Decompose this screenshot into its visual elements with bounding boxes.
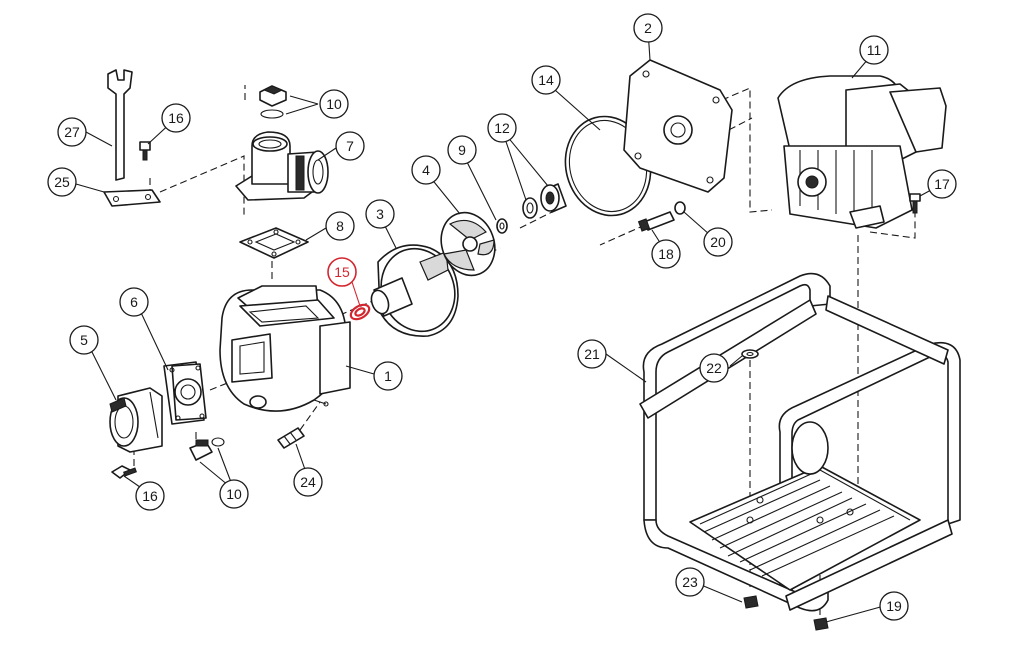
- impeller-part: [440, 211, 496, 277]
- callout-25: 25: [47, 167, 77, 197]
- callout-23: 23: [675, 567, 705, 597]
- mounting-plate-part: [103, 189, 161, 207]
- callout-7: 7: [335, 131, 365, 161]
- inlet-flange-plate-part: [163, 361, 207, 425]
- callout-9: 9: [447, 135, 477, 165]
- callout-3: 3: [365, 199, 395, 229]
- stud-part: [277, 427, 305, 449]
- callout-label: 4: [422, 162, 430, 178]
- callout-label: 8: [336, 218, 344, 234]
- nut-part-23: [743, 595, 759, 609]
- washer-part: [496, 218, 508, 234]
- callout-11: 11: [859, 35, 889, 65]
- drain-plug-top: [259, 85, 287, 119]
- callout-18: 18: [651, 239, 681, 269]
- callout-label: 5: [80, 332, 88, 348]
- callout-label: 12: [494, 120, 510, 136]
- callout-label-highlighted: 15: [334, 264, 350, 280]
- callout-label: 1: [384, 368, 392, 384]
- volute-part: [370, 244, 459, 337]
- callout-label: 11: [867, 42, 882, 58]
- callout-4: 4: [411, 155, 441, 185]
- callout-2: 2: [633, 13, 663, 43]
- callout-19: 19: [879, 591, 909, 621]
- callout-16-bottom: 16: [135, 481, 165, 511]
- callout-8: 8: [325, 211, 355, 241]
- callout-label: 21: [584, 346, 600, 362]
- bolt-part-17: [909, 193, 921, 214]
- callout-label: 16: [168, 110, 184, 126]
- wrench-part: [107, 69, 133, 181]
- outlet-elbow-part: [235, 131, 329, 201]
- callout-label: 18: [658, 246, 674, 262]
- callout-16-top: 16: [161, 103, 191, 133]
- callout-label: 6: [130, 294, 138, 310]
- callout-17: 17: [927, 169, 957, 199]
- callout-label: 3: [376, 206, 384, 222]
- washer-part-22: [741, 349, 759, 359]
- callout-5: 5: [69, 325, 99, 355]
- callout-label: 14: [538, 72, 554, 88]
- callout-label: 24: [300, 474, 316, 490]
- engine-part: [777, 75, 947, 229]
- bolt-part-bottom: [111, 465, 137, 479]
- callout-label: 25: [54, 174, 70, 190]
- callout-label: 2: [644, 20, 652, 36]
- callout-27: 27: [57, 117, 87, 147]
- mechanical-seal-part-highlighted: [349, 303, 371, 321]
- callout-label: 27: [64, 124, 80, 140]
- callout-label: 10: [326, 96, 342, 112]
- callout-21: 21: [577, 339, 607, 369]
- callout-24: 24: [293, 467, 323, 497]
- callout-label: 7: [346, 138, 354, 154]
- frame-part: [639, 272, 961, 612]
- callout-label: 23: [682, 574, 698, 590]
- callout-20: 20: [703, 227, 733, 257]
- inlet-fitting-part: [109, 387, 163, 453]
- callout-22: 22: [699, 353, 729, 383]
- callout-10-bottom: 10: [219, 479, 249, 509]
- callout-label: 20: [710, 234, 726, 250]
- bolt-and-washer-18-20: [637, 201, 686, 232]
- callout-label: 22: [706, 360, 722, 376]
- callout-12: 12: [487, 113, 517, 143]
- bolt-part-top: [139, 141, 151, 161]
- callout-label: 9: [458, 142, 466, 158]
- gasket-part: [239, 227, 309, 259]
- callout-label: 16: [142, 488, 158, 504]
- callout-label: 19: [886, 598, 902, 614]
- callout-1: 1: [373, 361, 403, 391]
- pump-mount-plate-part: [623, 59, 733, 193]
- callout-label: 10: [226, 486, 242, 502]
- callout-10-top: 10: [319, 89, 349, 119]
- callout-6: 6: [119, 287, 149, 317]
- callout-label: 17: [934, 176, 950, 192]
- callout-15-highlighted: 15: [327, 257, 357, 287]
- drain-plug-bottom: [189, 437, 225, 461]
- pump-casing-part: [219, 285, 351, 412]
- callout-14: 14: [531, 65, 561, 95]
- nut-part-19: [813, 617, 829, 631]
- shaft-seal-assembly-part: [522, 183, 567, 219]
